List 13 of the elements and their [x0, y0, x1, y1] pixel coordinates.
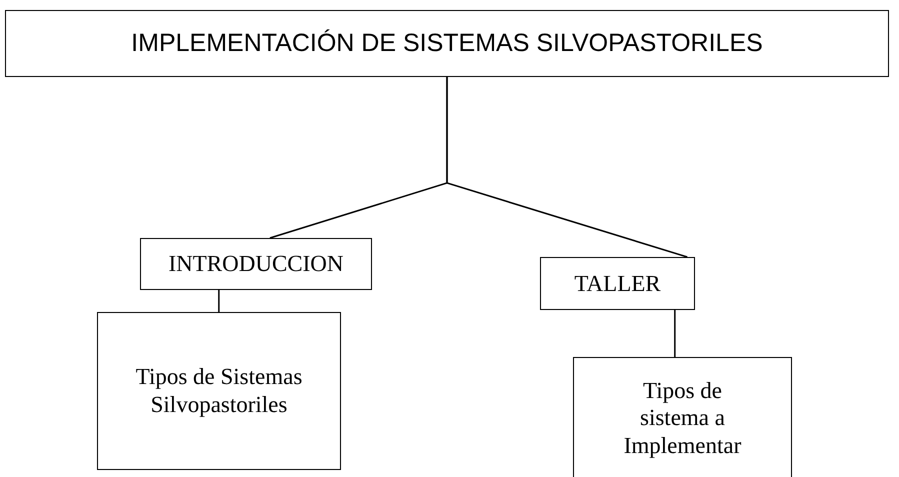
- box-text: Tipos de sistema a Implementar: [622, 376, 742, 460]
- process-box: [140, 238, 372, 290]
- connector-line: [218, 290, 220, 312]
- process-box: [540, 257, 695, 310]
- process-box: [573, 357, 792, 477]
- title-text: IMPLEMENTACIÓN DE SISTEMAS SILVOPASTORILES: [131, 29, 763, 58]
- title-box: [5, 10, 889, 77]
- connector-line: [446, 77, 688, 258]
- connector-line: [674, 310, 676, 357]
- box-text: TALLER: [574, 270, 661, 298]
- box-text: Tipos de Sistemas Silvopastoriles: [134, 363, 304, 419]
- process-box: [97, 312, 341, 470]
- box-text: INTRODUCCION: [168, 250, 344, 278]
